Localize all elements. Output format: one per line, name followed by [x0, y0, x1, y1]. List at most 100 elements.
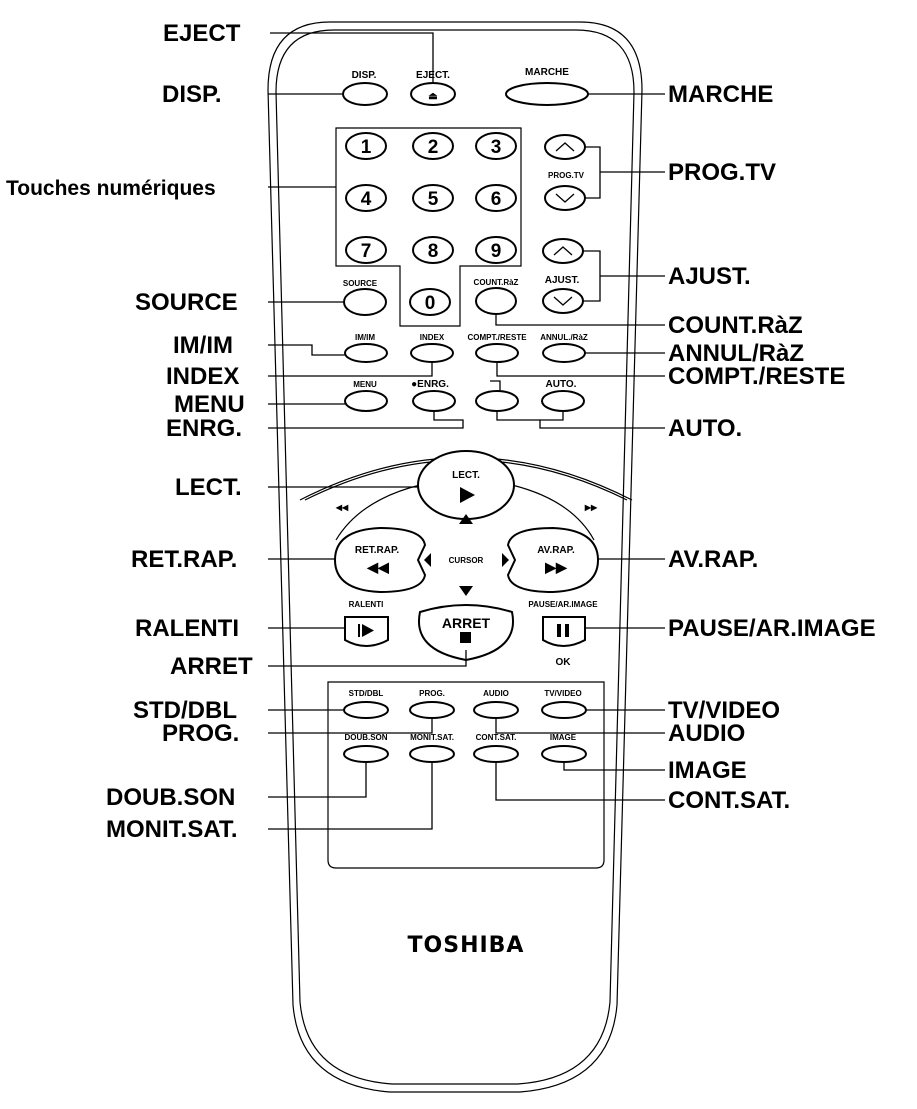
- contsat-label: CONT.SAT.: [476, 733, 517, 742]
- imim-button[interactable]: [344, 343, 388, 363]
- annulraz-button[interactable]: [542, 343, 586, 363]
- digit-6-label: 6: [491, 189, 502, 210]
- annulraz-label: ANNUL./RàZ: [540, 333, 588, 342]
- callout-disp: DISP.: [162, 81, 222, 108]
- comptreste-button[interactable]: [475, 343, 519, 363]
- leader-monitsat: [268, 762, 433, 830]
- digit-2-label: 2: [428, 137, 439, 158]
- leader-arret: [268, 650, 467, 667]
- doubson-label: DOUB.SON: [344, 733, 387, 742]
- auto-button[interactable]: [541, 390, 585, 412]
- digit-3-label: 3: [491, 137, 502, 158]
- enrg-button[interactable]: [412, 390, 456, 412]
- prog-up-icon: [555, 142, 575, 152]
- pause-icon-left: [557, 624, 561, 637]
- source-button[interactable]: [343, 288, 387, 316]
- doubson-button[interactable]: [343, 745, 389, 763]
- callout-retrap: RET.RAP.: [131, 546, 237, 573]
- leader-enrg: [268, 411, 464, 429]
- callout-stddbl: STD/DBL: [133, 697, 237, 724]
- callout-pause: PAUSE/AR.IMAGE: [668, 615, 876, 642]
- callout-tvvideo: TV/VIDEO: [668, 697, 780, 724]
- callout-eject: EJECT: [163, 20, 241, 47]
- record-pair-button[interactable]: [475, 390, 519, 412]
- callout-monitsat: MONIT.SAT.: [106, 816, 238, 843]
- callout-countraz: COUNT.RàZ: [668, 312, 803, 339]
- ajust-bracket: [583, 250, 601, 302]
- ff-small-icon: ▶▶: [584, 503, 598, 512]
- digit-5-label: 5: [428, 189, 439, 210]
- leader-contsat: [495, 762, 665, 801]
- marche-label: MARCHE: [525, 67, 569, 78]
- arret-label: ARRET: [442, 615, 491, 631]
- digit-7-button[interactable]: [345, 236, 387, 264]
- marche-button[interactable]: [505, 82, 589, 106]
- audio-button[interactable]: [473, 701, 519, 719]
- index-button[interactable]: [410, 343, 454, 363]
- pause-button[interactable]: [542, 616, 586, 647]
- tvvideo-button[interactable]: [541, 701, 587, 719]
- avrap-label: AV.RAP.: [537, 545, 575, 556]
- slow-icon: [362, 624, 374, 637]
- lect-label: LECT.: [452, 470, 480, 481]
- ralenti-label: RALENTI: [349, 600, 384, 609]
- audio-label: AUDIO: [483, 689, 509, 698]
- disp-button[interactable]: [342, 82, 388, 106]
- comptreste-label: COMPT./RESTE: [467, 333, 527, 342]
- digit-5-button[interactable]: [412, 184, 454, 212]
- ajust-down-button[interactable]: [542, 288, 584, 314]
- disp-label: DISP.: [352, 70, 377, 81]
- image-button[interactable]: [541, 745, 587, 763]
- lect-button[interactable]: [417, 450, 515, 520]
- lower-panel-frame: [327, 681, 605, 869]
- monitsat-button[interactable]: [409, 745, 455, 763]
- leader-audio: [495, 718, 665, 734]
- leader-auto: [496, 411, 665, 429]
- monitsat-label: MONIT.SAT.: [410, 733, 454, 742]
- play-icon: [460, 487, 475, 503]
- digit-8-button[interactable]: [412, 236, 454, 264]
- callout-menu: MENU: [174, 391, 245, 418]
- prog-button[interactable]: [409, 701, 455, 719]
- countraz-label: COUNT.RàZ: [474, 278, 519, 287]
- stop-icon: [460, 632, 471, 643]
- stddbl-button[interactable]: [343, 701, 389, 719]
- retrap-button[interactable]: [333, 526, 427, 594]
- leader-eject: [270, 32, 434, 82]
- digit-3-button[interactable]: [475, 132, 517, 160]
- ajust-label: AJUST.: [545, 275, 580, 286]
- countraz-button[interactable]: [475, 287, 517, 315]
- brand-logo: TOSHIBA: [408, 933, 525, 958]
- digit-2-button[interactable]: [412, 132, 454, 160]
- leader-countraz: [495, 314, 665, 326]
- avrap-button[interactable]: [506, 526, 600, 594]
- progtv-label: PROG.TV: [548, 171, 585, 180]
- digit-1-button[interactable]: [345, 132, 387, 160]
- prog-down-icon: [555, 193, 575, 203]
- enrg-label: ●ENRG.: [411, 379, 449, 390]
- digit-6-button[interactable]: [475, 184, 517, 212]
- callout-marche: MARCHE: [668, 81, 773, 108]
- digit-9-button[interactable]: [475, 236, 517, 264]
- prog-up-button[interactable]: [544, 134, 586, 160]
- eject-button[interactable]: [410, 82, 456, 106]
- leader-image: [563, 762, 665, 771]
- callout-prog: PROG.: [162, 720, 239, 747]
- callout-arret: ARRET: [170, 653, 253, 680]
- leader-imim: [268, 344, 345, 356]
- cursor-right-icon: [502, 553, 509, 567]
- callout-avrap: AV.RAP.: [668, 546, 758, 573]
- callout-index: INDEX: [166, 363, 239, 390]
- digit-4-button[interactable]: [345, 184, 387, 212]
- remote-body-outline: [267, 21, 643, 1093]
- callout-doubson: DOUB.SON: [106, 784, 235, 811]
- ff-arc: [511, 484, 595, 541]
- callout-image: IMAGE: [668, 757, 747, 784]
- digit-0-button[interactable]: [409, 288, 451, 316]
- ajust-up-button[interactable]: [542, 238, 584, 264]
- prog-down-button[interactable]: [544, 185, 586, 211]
- source-label: SOURCE: [343, 279, 378, 288]
- menu-button[interactable]: [344, 390, 388, 412]
- contsat-button[interactable]: [473, 745, 519, 763]
